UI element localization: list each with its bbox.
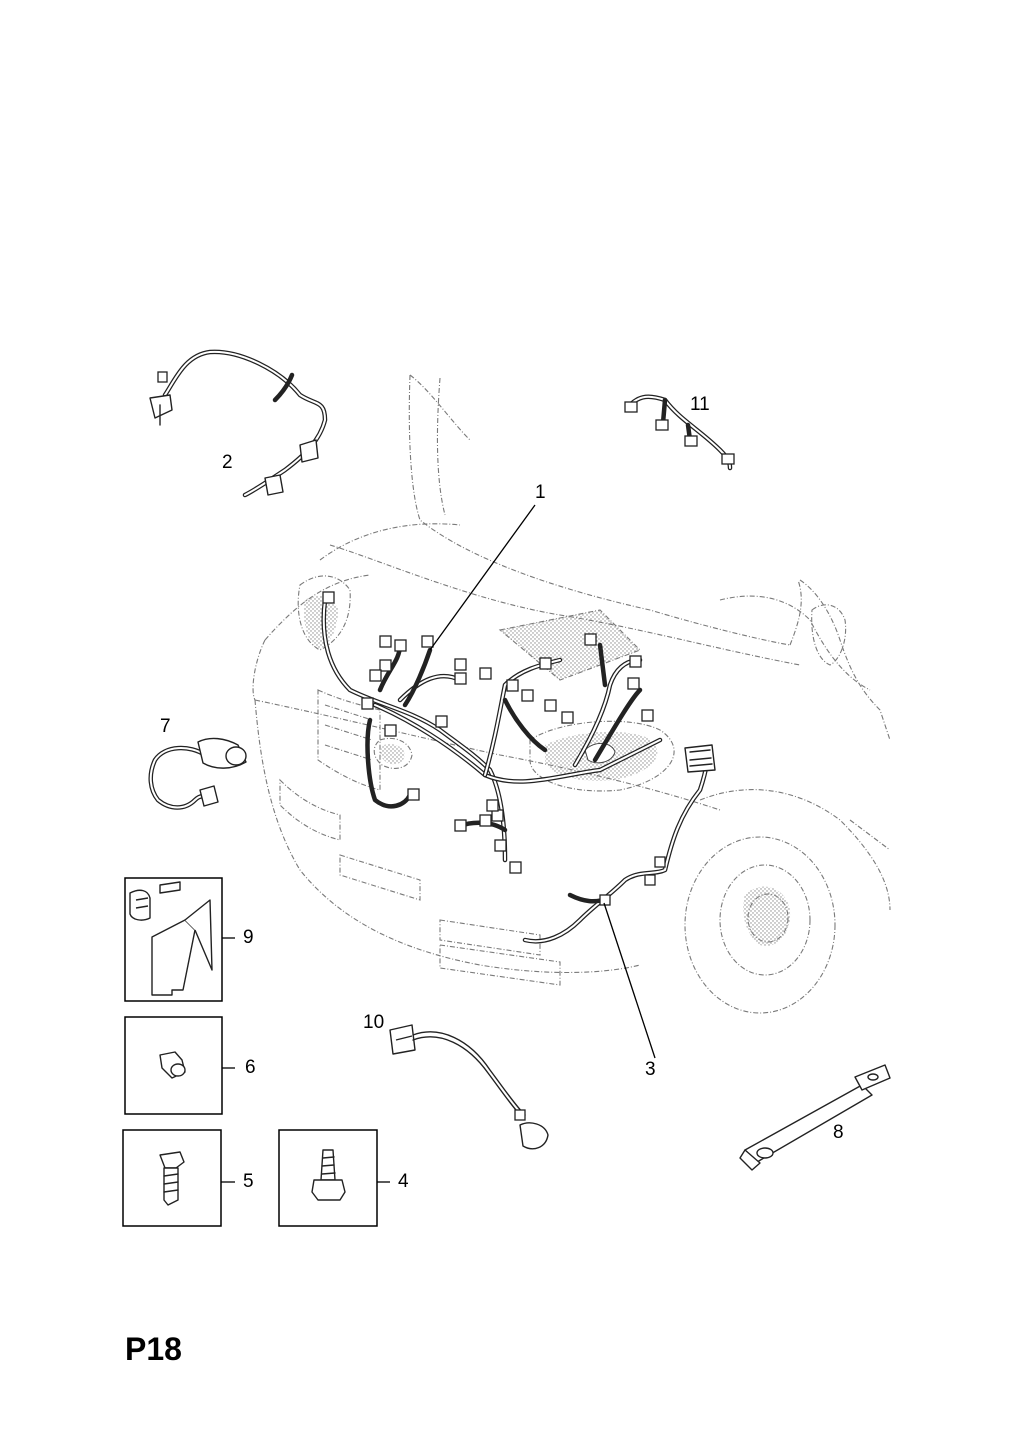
- box-part-5: [122, 1129, 222, 1227]
- main-harness-part-1: [321, 591, 663, 874]
- callout-5: 5: [243, 1171, 254, 1192]
- callout-9: 9: [243, 927, 254, 948]
- callout-8: 8: [833, 1122, 844, 1143]
- strap-part-8: [739, 1064, 891, 1171]
- callout-7: 7: [160, 716, 171, 737]
- callout-3: 3: [645, 1059, 656, 1080]
- box-part-9: [124, 877, 223, 1002]
- callout-2: 2: [222, 452, 233, 473]
- callout-11: 11: [690, 394, 710, 415]
- harness-part-7: [148, 737, 247, 810]
- lead-part-10: [389, 1024, 549, 1150]
- vehicle-outline: [252, 374, 891, 1014]
- harness-part-2: [149, 349, 328, 498]
- callout-1: 1: [535, 482, 546, 503]
- callout-10: 10: [363, 1012, 385, 1033]
- callout-4: 4: [398, 1171, 409, 1192]
- harness-part-11: [624, 394, 735, 471]
- harness-part-3: [522, 744, 716, 944]
- box-part-4: [278, 1129, 378, 1227]
- leader-lines: [221, 504, 656, 1183]
- box-part-6: [124, 1016, 223, 1115]
- page-code: P18: [125, 1331, 182, 1367]
- callout-6: 6: [245, 1057, 256, 1078]
